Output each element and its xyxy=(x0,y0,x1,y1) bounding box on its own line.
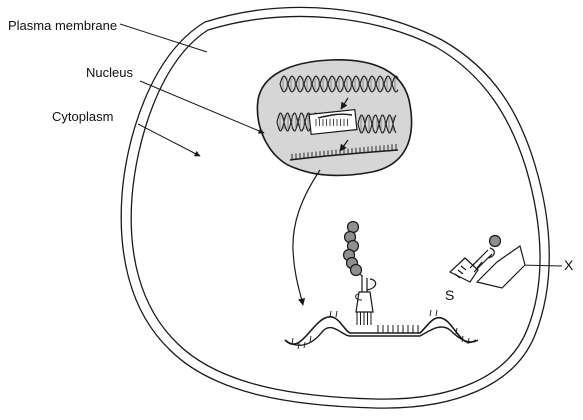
codon-tooth xyxy=(429,309,432,317)
dna-double-helix xyxy=(276,75,399,134)
label-nucleus: Nucleus xyxy=(86,65,133,80)
codon-tooth xyxy=(467,337,470,345)
codon-tooth xyxy=(461,335,464,343)
anticodon xyxy=(356,312,372,325)
amino-acid-bead xyxy=(346,220,360,234)
codon-tooth xyxy=(435,309,438,317)
unwound-dna-box xyxy=(308,108,358,136)
amino-acid-bead xyxy=(349,263,363,277)
transcription-arrow xyxy=(340,97,349,110)
trna-with-polypeptide xyxy=(342,220,377,325)
label-x: X xyxy=(564,257,574,273)
codon-tooth xyxy=(309,335,312,343)
codon-tooth xyxy=(297,342,300,350)
mrna-codons xyxy=(291,309,470,350)
cytoplasmic-mrna xyxy=(284,309,479,350)
codon-tooth xyxy=(455,327,458,335)
codon-tooth xyxy=(329,310,332,318)
codon-tooth xyxy=(291,337,294,345)
nucleus xyxy=(256,59,413,177)
polypeptide-chain xyxy=(342,220,363,277)
trna-x xyxy=(448,234,526,289)
codon-tooth xyxy=(335,310,338,318)
label-plasma-membrane: Plasma membrane xyxy=(8,18,118,33)
label-cytoplasm: Cytoplasm xyxy=(52,109,114,124)
dna-template-bases xyxy=(315,119,348,126)
codon-tooth xyxy=(303,341,306,349)
label-s: S xyxy=(445,287,455,303)
mrna-bases xyxy=(291,143,397,160)
helix-strand xyxy=(279,75,399,93)
transcribing-strand xyxy=(317,113,353,119)
helix-strand xyxy=(279,75,399,93)
processing-arrow xyxy=(339,139,349,152)
plasma-membrane xyxy=(120,6,550,409)
mrna-export-path xyxy=(292,169,321,306)
